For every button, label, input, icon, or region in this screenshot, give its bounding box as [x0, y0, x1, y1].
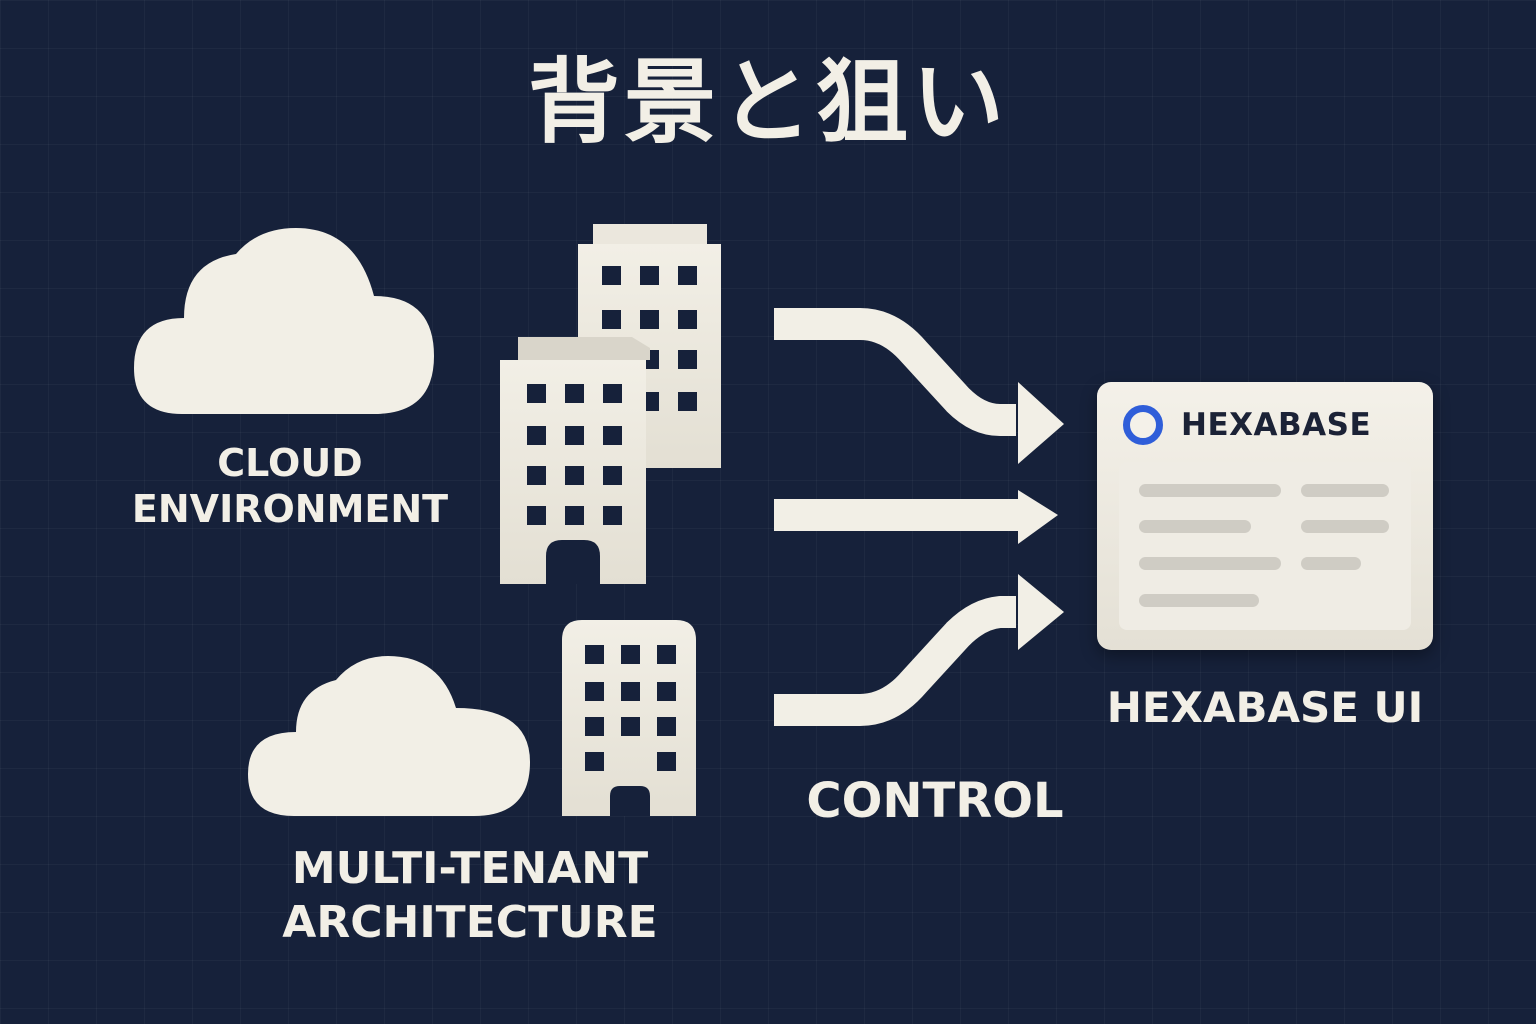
tenant-label-line-1: MULTI-TENANT: [291, 843, 649, 894]
hexabase-ui-label: HEXABASE UI: [1106, 683, 1424, 732]
panel-header: HEXABASE: [1123, 402, 1371, 448]
placeholder-line: [1139, 594, 1259, 607]
control-label: CONTROL: [806, 773, 1064, 829]
cloud-environment-label: CLOUD ENVIRONMENT: [100, 440, 480, 533]
placeholder-line: [1301, 557, 1361, 570]
arrow-icon: [774, 490, 1058, 544]
panel-content: [1119, 462, 1411, 630]
hexabase-ui-panel: HEXABASE: [1097, 382, 1433, 650]
arrow-icon: [774, 308, 1064, 464]
hexabase-logo-icon: [1123, 405, 1163, 445]
cloud-label-line-2: ENVIRONMENT: [131, 487, 449, 532]
placeholder-line: [1139, 557, 1281, 570]
placeholder-line: [1139, 520, 1251, 533]
placeholder-line: [1139, 484, 1281, 497]
page-title: 背景と狙い: [527, 49, 1008, 156]
building-icon: [500, 337, 650, 584]
multi-tenant-label: MULTI-TENANT ARCHITECTURE: [250, 842, 690, 949]
building-icon: [562, 620, 696, 816]
cloud-icon: [134, 228, 434, 414]
hexabase-brand: HEXABASE: [1181, 407, 1372, 443]
tenant-label-line-2: ARCHITECTURE: [282, 896, 658, 948]
placeholder-line: [1301, 520, 1389, 533]
cloud-label-line-1: CLOUD: [217, 441, 363, 485]
arrow-icon: [774, 574, 1064, 726]
cloud-icon: [248, 656, 530, 816]
placeholder-line: [1301, 484, 1389, 497]
